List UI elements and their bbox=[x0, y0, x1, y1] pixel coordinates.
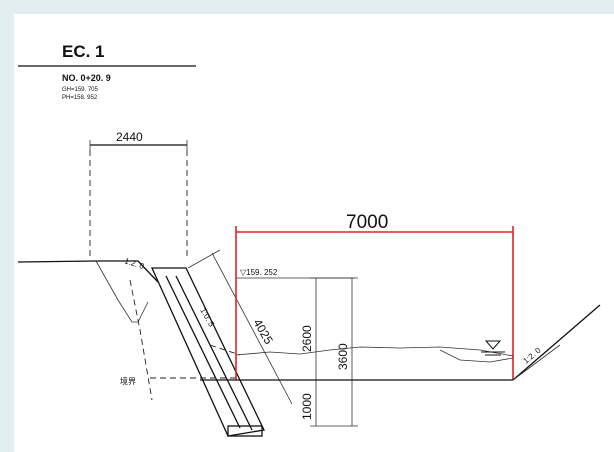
wall-length-dimension-line bbox=[211, 252, 293, 405]
ground-line bbox=[17, 260, 97, 263]
right-bank-inner bbox=[512, 344, 561, 381]
plan-height-label: PH=158. 952 bbox=[62, 95, 98, 101]
right-bank-slope bbox=[512, 304, 601, 381]
station-label: NO. 0+20. 9 bbox=[62, 73, 111, 83]
depth-lower-dimension: 1000 bbox=[300, 393, 314, 420]
boundary-label: 境界 bbox=[120, 376, 136, 386]
water-surface bbox=[235, 346, 514, 357]
drain-line bbox=[209, 344, 241, 356]
ground-surface bbox=[96, 260, 159, 283]
wall-length-dimension: 4025 bbox=[250, 317, 276, 347]
wall-inner-line bbox=[175, 275, 253, 431]
excavation-line bbox=[95, 260, 149, 323]
slope-extension bbox=[187, 249, 221, 269]
top-width-dimension: 2440 bbox=[116, 130, 143, 144]
water-level-label: ▽159. 252 bbox=[240, 268, 278, 277]
cross-section-drawing: EC. 1 NO. 0+20. 9 GH=159. 705 PH=158. 95… bbox=[17, 42, 601, 437]
boundary-line bbox=[129, 279, 153, 401]
ground-height-label: GH=159. 705 bbox=[62, 87, 99, 93]
retaining-wall bbox=[150, 267, 265, 437]
channel-width-dimension: 7000 bbox=[346, 212, 388, 233]
water-mark-icon bbox=[481, 340, 505, 356]
depth-upper-dimension: 2600 bbox=[300, 325, 314, 352]
top-slope-label: 1:2. 0 bbox=[123, 256, 145, 271]
right-slope-label: 1:2. 0 bbox=[522, 345, 544, 365]
depth-total-dimension: 3600 bbox=[336, 343, 350, 370]
drawing-sheet: EC. 1 NO. 0+20. 9 GH=159. 705 PH=158. 95… bbox=[14, 14, 614, 452]
wall-inner-line bbox=[165, 275, 241, 429]
low-flow-channel bbox=[439, 349, 514, 363]
section-title: EC. 1 bbox=[62, 42, 105, 61]
wall-footing bbox=[227, 425, 263, 437]
